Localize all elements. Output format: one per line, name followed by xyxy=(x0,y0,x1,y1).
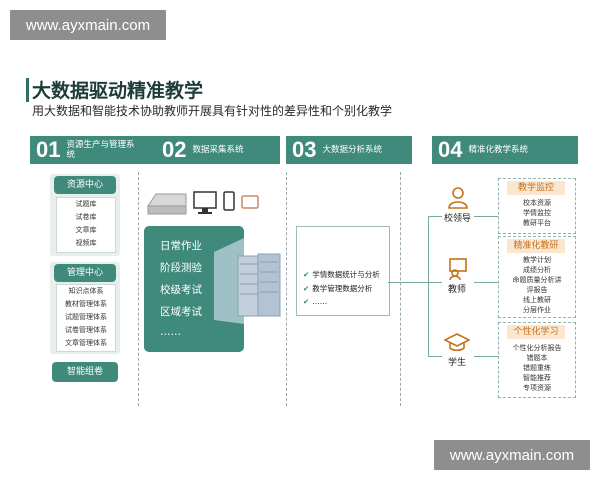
connector-line xyxy=(474,216,498,217)
server-icon xyxy=(214,238,281,324)
collection-item: 校级考试 xyxy=(160,284,202,296)
result-items: 校本资源 学情监控 教研平台 xyxy=(499,198,575,228)
connector-line xyxy=(474,356,498,357)
list-item: 教学计划 xyxy=(523,256,551,264)
resource-center-title: 资源中心 xyxy=(54,176,116,194)
collection-item: …… xyxy=(160,326,181,338)
graduation-cap-icon xyxy=(444,333,470,352)
analysis-item: ✔教学管理数据分析 xyxy=(303,283,372,294)
title-accent-bar xyxy=(26,78,29,102)
column-label: 数据采集系统 xyxy=(192,145,244,155)
check-icon: ✔ xyxy=(303,270,310,279)
monitor-icon xyxy=(193,191,217,214)
column-header-4: 04 精准化教学系统 xyxy=(432,136,578,164)
column-label: 大数据分析系统 xyxy=(322,145,382,155)
page-title: 大数据驱动精准教学 xyxy=(32,80,204,102)
analysis-item-text: 教学管理数据分析 xyxy=(312,284,373,293)
connector-line xyxy=(428,216,442,217)
column-divider xyxy=(286,172,287,406)
list-item: 线上教研 xyxy=(523,296,551,304)
list-item: 试题库 xyxy=(75,200,97,208)
connector-line xyxy=(388,282,428,283)
column-divider xyxy=(138,172,139,406)
connector-line xyxy=(428,356,442,357)
management-list: 知识点体系 教材管理体系 试题管理体系 试卷管理体系 文章管理体系 xyxy=(56,284,116,352)
phone-icon xyxy=(223,191,235,211)
column-number: 04 xyxy=(438,137,463,162)
result-title: 教学监控 xyxy=(507,181,565,195)
analysis-item-text: …… xyxy=(312,297,328,306)
result-box-monitoring: 教学监控 校本资源 学情监控 教研平台 xyxy=(498,178,576,234)
result-items: 教学计划 成绩分析 命题质量分析讲 评报告 线上教研 分层作业 xyxy=(499,255,575,315)
collection-item: 日常作业 xyxy=(160,240,202,252)
scanner-icon xyxy=(147,193,187,215)
analysis-box: ✔学情数据统计与分析 ✔教学管理数据分析 ✔…… xyxy=(296,226,390,316)
connector-line xyxy=(474,282,498,283)
analysis-item-text: 学情数据统计与分析 xyxy=(312,270,380,279)
list-item: 学情监控 xyxy=(523,209,551,217)
list-item: 文章库 xyxy=(75,226,97,234)
watermark-top: www.ayxmain.com xyxy=(10,10,166,40)
list-item: 试卷管理体系 xyxy=(65,326,107,334)
list-item: 智能推荐 xyxy=(523,374,551,382)
result-title: 精准化教研 xyxy=(507,239,565,253)
list-item: 教研平台 xyxy=(523,219,551,227)
smart-assembly-box: 智能组卷 xyxy=(52,362,118,382)
list-item: 专项资源 xyxy=(523,384,551,392)
list-item: 文章管理体系 xyxy=(65,339,107,347)
check-icon: ✔ xyxy=(303,284,310,293)
connector-line xyxy=(428,282,442,283)
devices-illustration xyxy=(147,191,259,215)
list-item: 试卷库 xyxy=(75,213,97,221)
result-box-personalized: 个性化学习 个性化分析报告 错题本 错题重练 智能推荐 专项资源 xyxy=(498,322,576,398)
list-item: 个性化分析报告 xyxy=(512,344,562,352)
list-item: 错题重练 xyxy=(523,364,551,372)
check-icon: ✔ xyxy=(303,297,310,306)
list-item: 视频库 xyxy=(75,239,97,247)
column-header-1: 01 资源生产与管理系统 xyxy=(30,136,170,164)
column-header-2: 02 数据采集系统 xyxy=(156,136,280,164)
collection-item: 区域考试 xyxy=(160,306,202,318)
list-item: 命题质量分析讲 xyxy=(512,276,562,284)
list-item: 错题本 xyxy=(526,354,548,362)
column-number: 02 xyxy=(162,137,187,162)
list-item: 教材管理体系 xyxy=(65,300,107,308)
page-subtitle: 用大数据和智能技术协助教师开展具有针对性的差异性和个别化教学 xyxy=(32,104,393,118)
role-label: 教师 xyxy=(448,285,467,295)
pad-icon xyxy=(241,195,259,209)
teacher-icon xyxy=(449,258,467,280)
watermark-bottom: www.ayxmain.com xyxy=(434,440,590,470)
list-item: 分层作业 xyxy=(523,306,551,314)
column-label: 资源生产与管理系统 xyxy=(66,140,135,160)
column-label: 精准化教学系统 xyxy=(468,145,528,155)
list-item: 评报告 xyxy=(526,286,548,294)
result-box-research: 精准化教研 教学计划 成绩分析 命题质量分析讲 评报告 线上教研 分层作业 xyxy=(498,236,576,318)
result-items: 个性化分析报告 错题本 错题重练 智能推荐 专项资源 xyxy=(499,343,575,393)
connector-line xyxy=(428,216,429,356)
management-center-title: 管理中心 xyxy=(54,264,116,282)
resource-list: 试题库 试卷库 文章库 视频库 xyxy=(56,197,116,253)
list-item: 试题管理体系 xyxy=(65,313,107,321)
role-label: 学生 xyxy=(448,358,467,368)
column-number: 01 xyxy=(36,137,61,162)
list-item: 成绩分析 xyxy=(523,266,551,274)
list-item: 知识点体系 xyxy=(68,287,104,295)
collection-item: 阶段测验 xyxy=(160,262,202,274)
person-icon xyxy=(448,187,468,209)
column-header-3: 03 大数据分析系统 xyxy=(286,136,412,164)
analysis-item: ✔学情数据统计与分析 xyxy=(303,269,380,280)
role-label: 校领导 xyxy=(444,214,472,224)
list-item: 校本资源 xyxy=(523,199,551,207)
analysis-item: ✔…… xyxy=(303,297,327,306)
column-divider xyxy=(400,172,401,406)
result-title: 个性化学习 xyxy=(507,325,565,339)
column-number: 03 xyxy=(292,137,317,162)
